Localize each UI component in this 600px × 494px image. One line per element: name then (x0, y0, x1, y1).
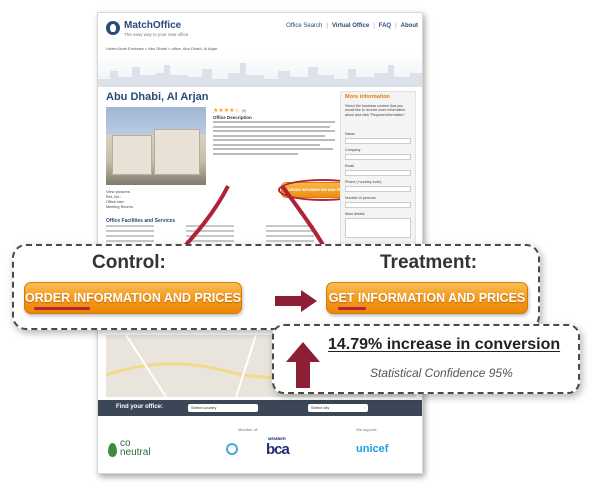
sidebar-intro: Select the business centers that you wou… (345, 104, 406, 117)
description-heading: Office Description (213, 115, 252, 120)
persons-select[interactable] (345, 202, 411, 208)
control-label: Control: (92, 252, 166, 273)
email-input[interactable] (345, 170, 411, 176)
bca-logo[interactable]: bca (266, 441, 290, 458)
treatment-label: Treatment: (380, 252, 478, 273)
ring-logo-icon (226, 443, 238, 455)
description-text (213, 121, 335, 167)
we-support-label: We support: (356, 427, 378, 432)
country-select[interactable]: Select country (188, 404, 258, 412)
field-label-email: Email (345, 164, 354, 168)
building-shape (154, 129, 200, 175)
result-callout: 14.79% increase in conversion Statistica… (272, 324, 580, 394)
site-tagline: The easy way to your new office (124, 32, 189, 37)
office-facts: Ref.-No.: Office size: Meeting Rooms: (106, 195, 134, 210)
nav-separator: | (373, 23, 375, 29)
find-office-label: Find your office: (116, 404, 163, 410)
fact-size: Office size: (106, 200, 125, 204)
nav-about[interactable]: About (400, 23, 418, 29)
co2-text: co (120, 438, 131, 449)
neutral-text: neutral (120, 447, 151, 458)
name-input[interactable] (345, 138, 411, 144)
building-shape (112, 135, 152, 175)
company-input[interactable] (345, 154, 411, 160)
field-label-details: More details (345, 212, 365, 216)
office-photo[interactable] (106, 107, 206, 185)
website-page: MatchOffice The easy way to your new off… (97, 12, 423, 474)
confidence-text: Statistical Confidence 95% (370, 366, 513, 380)
nav-office-search[interactable]: Office Search (286, 23, 323, 29)
ab-test-callout: Control: Treatment: ORDER INFORMATION AN… (12, 244, 540, 330)
top-nav: Office Search | Virtual Office | FAQ | A… (286, 23, 418, 29)
result-headline: 14.79% increase in conversion (328, 336, 561, 353)
view-pictures-link[interactable]: View pictures (106, 189, 130, 194)
right-arrow-icon (275, 290, 317, 312)
rating-count: (9) (241, 108, 247, 113)
facilities-heading: Office Facilities and Services (106, 218, 176, 224)
nav-faq[interactable]: FAQ (378, 23, 392, 29)
info-sidebar: More information Select the business cen… (340, 91, 416, 261)
fact-ref: Ref.-No.: (106, 195, 122, 199)
bca-member-text: MEMBER (268, 436, 286, 441)
up-arrow-icon (286, 342, 320, 388)
field-label-company: Company (345, 148, 361, 152)
treatment-underline (338, 307, 366, 310)
skyline-graphic (98, 63, 422, 87)
skyline-banner (98, 53, 422, 87)
field-label-persons: Number of persons (345, 196, 376, 200)
control-underline (34, 307, 90, 310)
details-textarea[interactable] (345, 218, 411, 238)
nav-virtual-office[interactable]: Virtual Office (331, 23, 370, 29)
nav-separator: | (395, 23, 397, 29)
page-title: Abu Dhabi, Al Arjan (106, 91, 209, 103)
phone-input[interactable] (345, 186, 411, 192)
logo-icon (106, 21, 120, 35)
breadcrumb[interactable]: United Arab Emirates > Abu Dhabi > offic… (106, 46, 218, 51)
sidebar-heading: More information (345, 94, 390, 100)
member-of-label: Member of: (238, 427, 259, 432)
rating-stars: ★★★★☆ (9) (213, 108, 247, 114)
unicef-logo[interactable]: unicef (356, 443, 389, 455)
field-label-phone: Phone (+country code) (345, 180, 382, 184)
find-office-bar: Find your office: Select country Select … (98, 400, 422, 416)
leaf-icon (108, 443, 117, 457)
city-select[interactable]: Select city (308, 404, 368, 412)
fact-meeting: Meeting Rooms: (106, 205, 134, 209)
site-header: MatchOffice The easy way to your new off… (106, 19, 418, 49)
field-label-name: Name (345, 132, 355, 136)
nav-separator: | (326, 23, 328, 29)
site-logo[interactable]: MatchOffice (124, 20, 182, 31)
